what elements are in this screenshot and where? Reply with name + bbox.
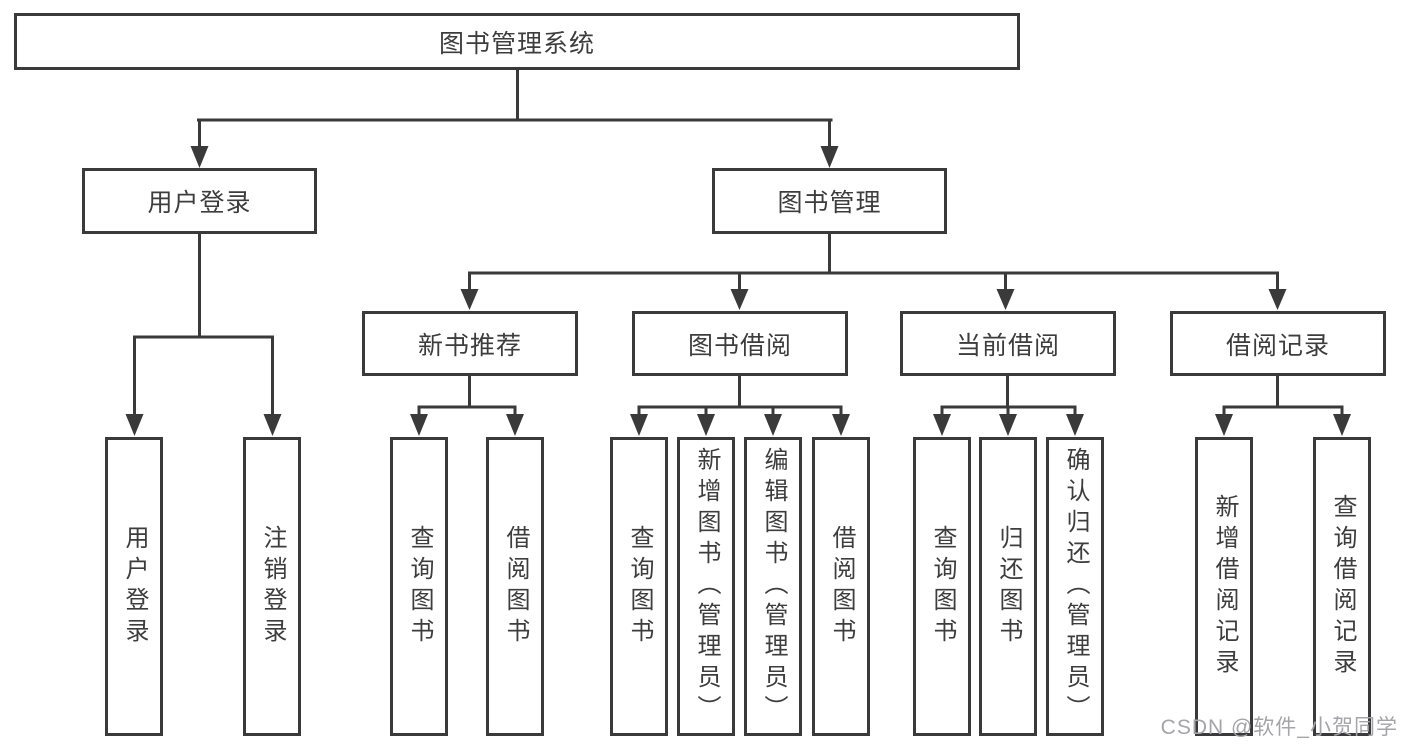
leaf-borrow-books-recommend-label: 借阅图书 xyxy=(502,524,529,649)
node-book-management-label: 图书管理 xyxy=(777,189,882,217)
leaf-logout-label: 注销登录 xyxy=(259,524,286,649)
node-current-borrow-label: 当前借阅 xyxy=(955,331,1060,360)
connector-arrowheads xyxy=(125,146,1351,436)
leaf-user-login: 用户登录 xyxy=(105,437,163,736)
leaf-add-book-admin: 新增图书（管理员） xyxy=(677,437,735,736)
leaf-query-books-recommend: 查询图书 xyxy=(390,437,448,736)
leaf-add-book-admin-label: 新增图书（管理员） xyxy=(693,447,720,726)
node-root: 图书管理系统 xyxy=(14,13,1020,70)
leaf-confirm-return-admin-label: 确认归还（管理员） xyxy=(1062,447,1089,726)
leaf-query-books-borrow-label: 查询图书 xyxy=(626,524,653,649)
node-borrow-records: 借阅记录 xyxy=(1170,311,1386,376)
node-current-borrow: 当前借阅 xyxy=(900,311,1116,376)
node-user-login: 用户登录 xyxy=(82,168,317,234)
leaf-edit-book-admin-label: 编辑图书（管理员） xyxy=(760,447,787,726)
leaf-add-borrow-record: 新增借阅记录 xyxy=(1195,437,1253,736)
leaf-query-books-current-label: 查询图书 xyxy=(929,524,956,649)
connector-lines xyxy=(133,68,1344,415)
node-new-book-recommend-label: 新书推荐 xyxy=(417,331,522,360)
node-book-borrow-label: 图书借阅 xyxy=(687,331,792,360)
leaf-borrow-books-label: 借阅图书 xyxy=(828,524,855,649)
leaf-return-books: 归还图书 xyxy=(979,437,1037,736)
leaf-query-books-recommend-label: 查询图书 xyxy=(406,524,433,649)
leaf-confirm-return-admin: 确认归还（管理员） xyxy=(1046,437,1104,736)
watermark: CSDN @软件_小贺同学 xyxy=(1160,716,1398,739)
leaf-user-login-label: 用户登录 xyxy=(121,524,148,649)
leaf-edit-book-admin: 编辑图书（管理员） xyxy=(744,437,802,736)
node-book-management: 图书管理 xyxy=(712,168,947,234)
leaf-return-books-label: 归还图书 xyxy=(995,524,1022,649)
leaf-add-borrow-record-label: 新增借阅记录 xyxy=(1211,493,1238,680)
leaf-query-borrow-record: 查询借阅记录 xyxy=(1313,437,1371,736)
node-root-label: 图书管理系统 xyxy=(438,29,595,58)
node-new-book-recommend: 新书推荐 xyxy=(362,311,578,376)
leaf-borrow-books: 借阅图书 xyxy=(812,437,870,736)
node-borrow-records-label: 借阅记录 xyxy=(1225,331,1330,360)
node-user-login-label: 用户登录 xyxy=(147,189,252,217)
leaf-query-borrow-record-label: 查询借阅记录 xyxy=(1329,493,1356,680)
leaf-logout: 注销登录 xyxy=(243,437,301,736)
leaf-query-books-current: 查询图书 xyxy=(913,437,971,736)
leaf-query-books-borrow: 查询图书 xyxy=(610,437,668,736)
node-book-borrow: 图书借阅 xyxy=(632,311,848,376)
leaf-borrow-books-recommend: 借阅图书 xyxy=(486,437,544,736)
